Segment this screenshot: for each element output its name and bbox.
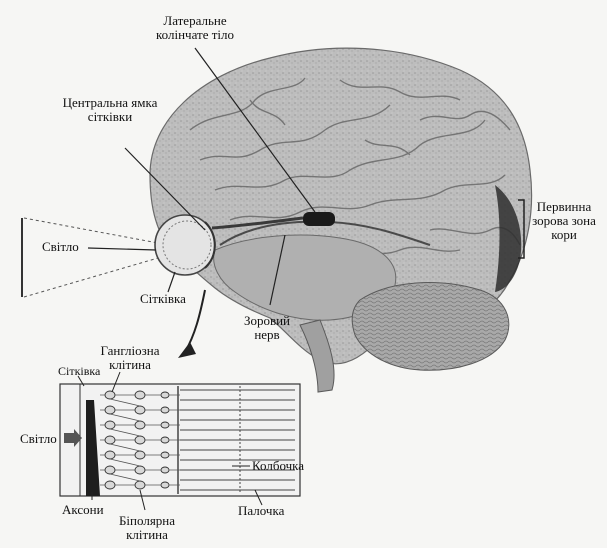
label-lateral-geniculate: Латеральне колінчате тіло	[135, 14, 255, 42]
label-lateral-geniculate-line2: колінчате тіло	[135, 28, 255, 42]
label-light-bottom: Світло	[20, 432, 57, 446]
label-axons: Аксони	[62, 503, 104, 517]
pointer-light-top	[88, 248, 156, 250]
label-primary-visual-cortex-line3: кори	[522, 228, 606, 242]
label-bipolar-cell-line2: клітина	[102, 528, 192, 542]
label-retina-top: Сітківка	[140, 292, 186, 306]
label-bipolar-cell-line1: Біполярна	[102, 514, 192, 528]
label-primary-visual-cortex: Первинна зорова зона кори	[522, 200, 606, 242]
label-primary-visual-cortex-line2: зорова зона	[522, 214, 606, 228]
cerebellum	[352, 283, 509, 371]
label-fovea: Центральна ямка сітківки	[30, 96, 190, 124]
label-ganglion-cell-line1: Гангліозна	[90, 344, 170, 358]
label-ganglion-cell-line2: клітина	[90, 358, 170, 372]
label-ganglion-cell: Гангліозна клітина	[90, 344, 170, 372]
label-optic-nerve-line1: Зоровий	[232, 314, 302, 328]
brain	[150, 48, 532, 392]
light-field	[22, 218, 158, 297]
label-optic-nerve: Зоровий нерв	[232, 314, 302, 342]
pointer-retina-top	[168, 272, 175, 292]
label-lateral-geniculate-line1: Латеральне	[135, 14, 255, 28]
label-fovea-line1: Центральна ямка	[30, 96, 190, 110]
eye	[155, 215, 215, 275]
label-optic-nerve-line2: нерв	[232, 328, 302, 342]
light-field-lower-ray	[24, 258, 158, 297]
label-fovea-line2: сітківки	[30, 110, 190, 124]
label-cone: Колбочка	[252, 459, 304, 473]
label-primary-visual-cortex-line1: Первинна	[522, 200, 606, 214]
label-light-top: Світло	[42, 240, 79, 254]
lateral-geniculate-body	[303, 212, 335, 226]
label-bipolar-cell: Біполярна клітина	[102, 514, 192, 542]
retina-detail	[60, 372, 300, 510]
label-rod: Палочка	[238, 504, 284, 518]
